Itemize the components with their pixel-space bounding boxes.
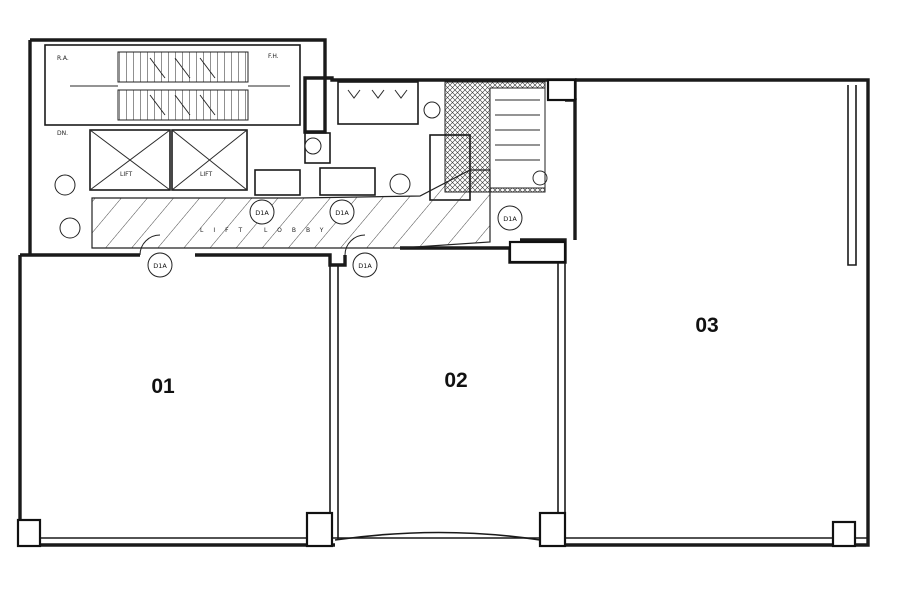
- svg-text:R.A.: R.A.: [57, 55, 69, 62]
- lift-label-2: LIFT: [200, 171, 212, 178]
- unit-01-label: 01: [151, 375, 175, 398]
- structural-columns: [16, 78, 857, 548]
- svg-text:F.H.: F.H.: [268, 53, 279, 60]
- unit-labels: 01 02 03: [151, 314, 718, 398]
- door-tag: D1A: [497, 205, 523, 231]
- door-tag: D1A: [139, 234, 173, 278]
- unit-02-label: 02: [444, 369, 467, 392]
- svg-text:D1A: D1A: [255, 209, 269, 217]
- door-tag: D1A: [344, 234, 378, 278]
- lift-label-1: LIFT: [120, 171, 132, 178]
- svg-text:D1A: D1A: [503, 215, 517, 223]
- svg-text:DN.: DN.: [57, 130, 68, 137]
- lift-lobby: LIFT LOBBY: [91, 169, 491, 249]
- unit-03-label: 03: [695, 314, 718, 337]
- svg-text:D1A: D1A: [335, 209, 349, 217]
- door-tag: D1A: [329, 199, 355, 225]
- stair-core: R.A. F.H. DN.: [44, 44, 301, 137]
- svg-text:D1A: D1A: [153, 262, 167, 270]
- door-tag: D1A: [249, 199, 275, 225]
- lobby-label: LIFT LOBBY: [200, 227, 333, 234]
- door-tags: D1A D1A D1A D1A D1A: [54, 101, 523, 278]
- lift-shafts: LIFT LIFT: [89, 81, 419, 196]
- svg-text:D1A: D1A: [358, 262, 372, 270]
